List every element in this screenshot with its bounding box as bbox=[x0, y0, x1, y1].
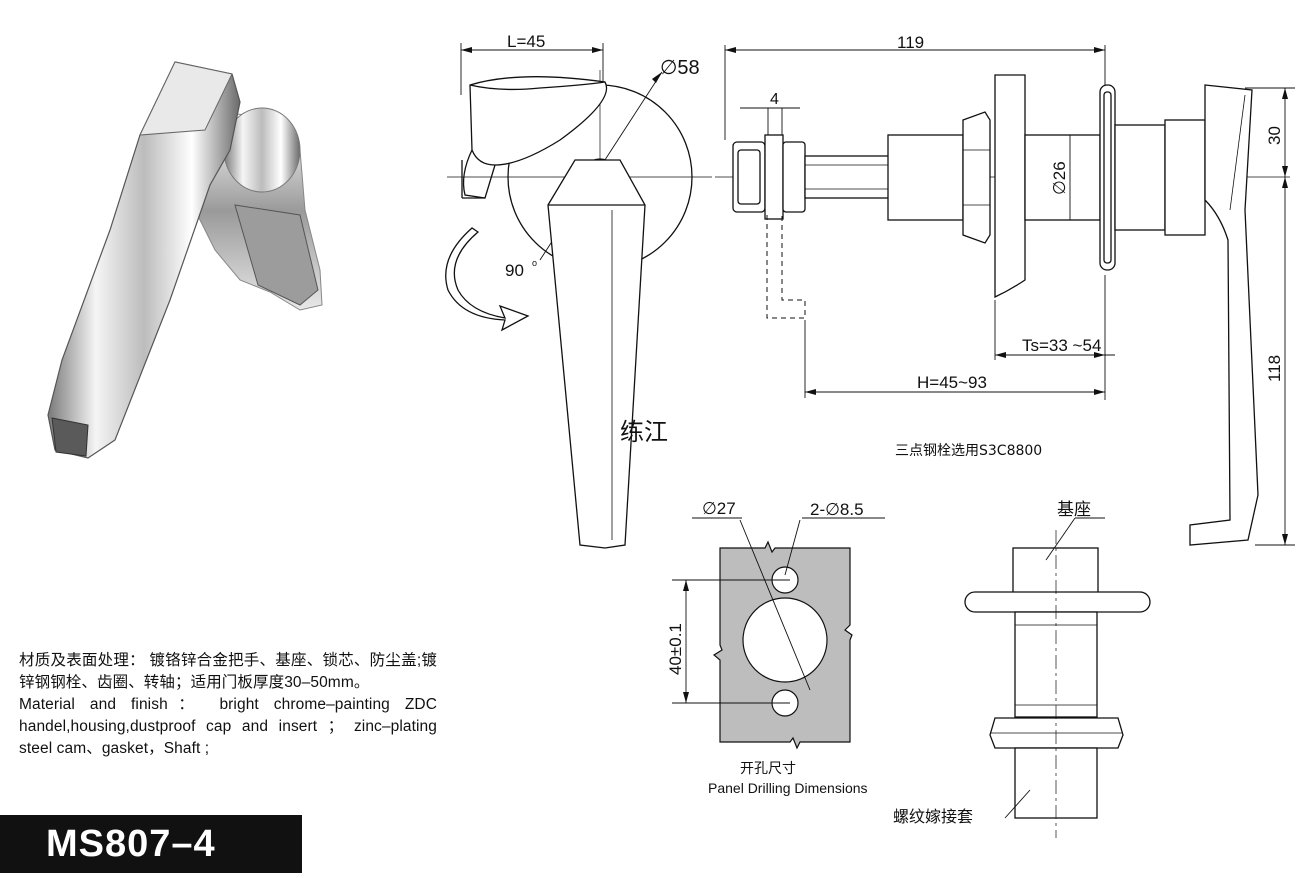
dim-ts: Ts=33 ~54 bbox=[1022, 336, 1101, 355]
dim-angle-degree: o bbox=[532, 258, 537, 268]
dim-l45: L=45 bbox=[507, 32, 545, 51]
dim-spacing: 40±0.1 bbox=[666, 623, 685, 675]
dim-118: 118 bbox=[1265, 355, 1284, 382]
panel-drilling-drawing bbox=[672, 517, 885, 750]
base-sleeve-drawing bbox=[964, 517, 1151, 838]
product-photo bbox=[47, 61, 323, 459]
front-view bbox=[445, 43, 712, 549]
side-view bbox=[715, 45, 1295, 546]
description-en: Material and finish： bright chrome–paint… bbox=[19, 696, 437, 757]
model-badge: MS807–4 bbox=[0, 815, 302, 873]
handle-top-image bbox=[139, 61, 233, 136]
dim-angle: 90 bbox=[505, 261, 524, 280]
dim-4: 4 bbox=[770, 91, 779, 108]
dim-d58: ∅58 bbox=[660, 57, 700, 79]
material-description: 材质及表面处理： 镀铬锌合金把手、基座、锁芯、防尘盖;镀锌钢钢栓、齿圈、转轴；适… bbox=[19, 650, 437, 760]
drilling-label-cn: 开孔尺寸 bbox=[740, 761, 796, 777]
thread-sleeve-label: 螺纹嫁接套 bbox=[893, 807, 973, 826]
drilling-label-en: Panel Drilling Dimensions bbox=[708, 780, 868, 796]
dim-h: H=45~93 bbox=[917, 373, 987, 392]
handle-lever-image bbox=[47, 61, 241, 459]
watermark: 练江 bbox=[620, 418, 668, 446]
bolt-note: 三点钢栓选用S3C8800 bbox=[895, 443, 1042, 459]
dim-holes: 2-∅8.5 bbox=[810, 500, 864, 519]
dim-30: 30 bbox=[1265, 126, 1284, 145]
description-cn: 材质及表面处理： 镀铬锌合金把手、基座、锁芯、防尘盖;镀锌钢钢栓、齿圈、转轴；适… bbox=[19, 652, 437, 691]
dim-d27: ∅27 bbox=[702, 499, 736, 518]
dim-d26: ∅26 bbox=[1050, 161, 1069, 195]
dim-119: 119 bbox=[897, 33, 924, 52]
base-label: 基座 bbox=[1057, 500, 1091, 520]
handle-tip-image bbox=[51, 417, 89, 457]
shaft-image bbox=[234, 204, 319, 306]
